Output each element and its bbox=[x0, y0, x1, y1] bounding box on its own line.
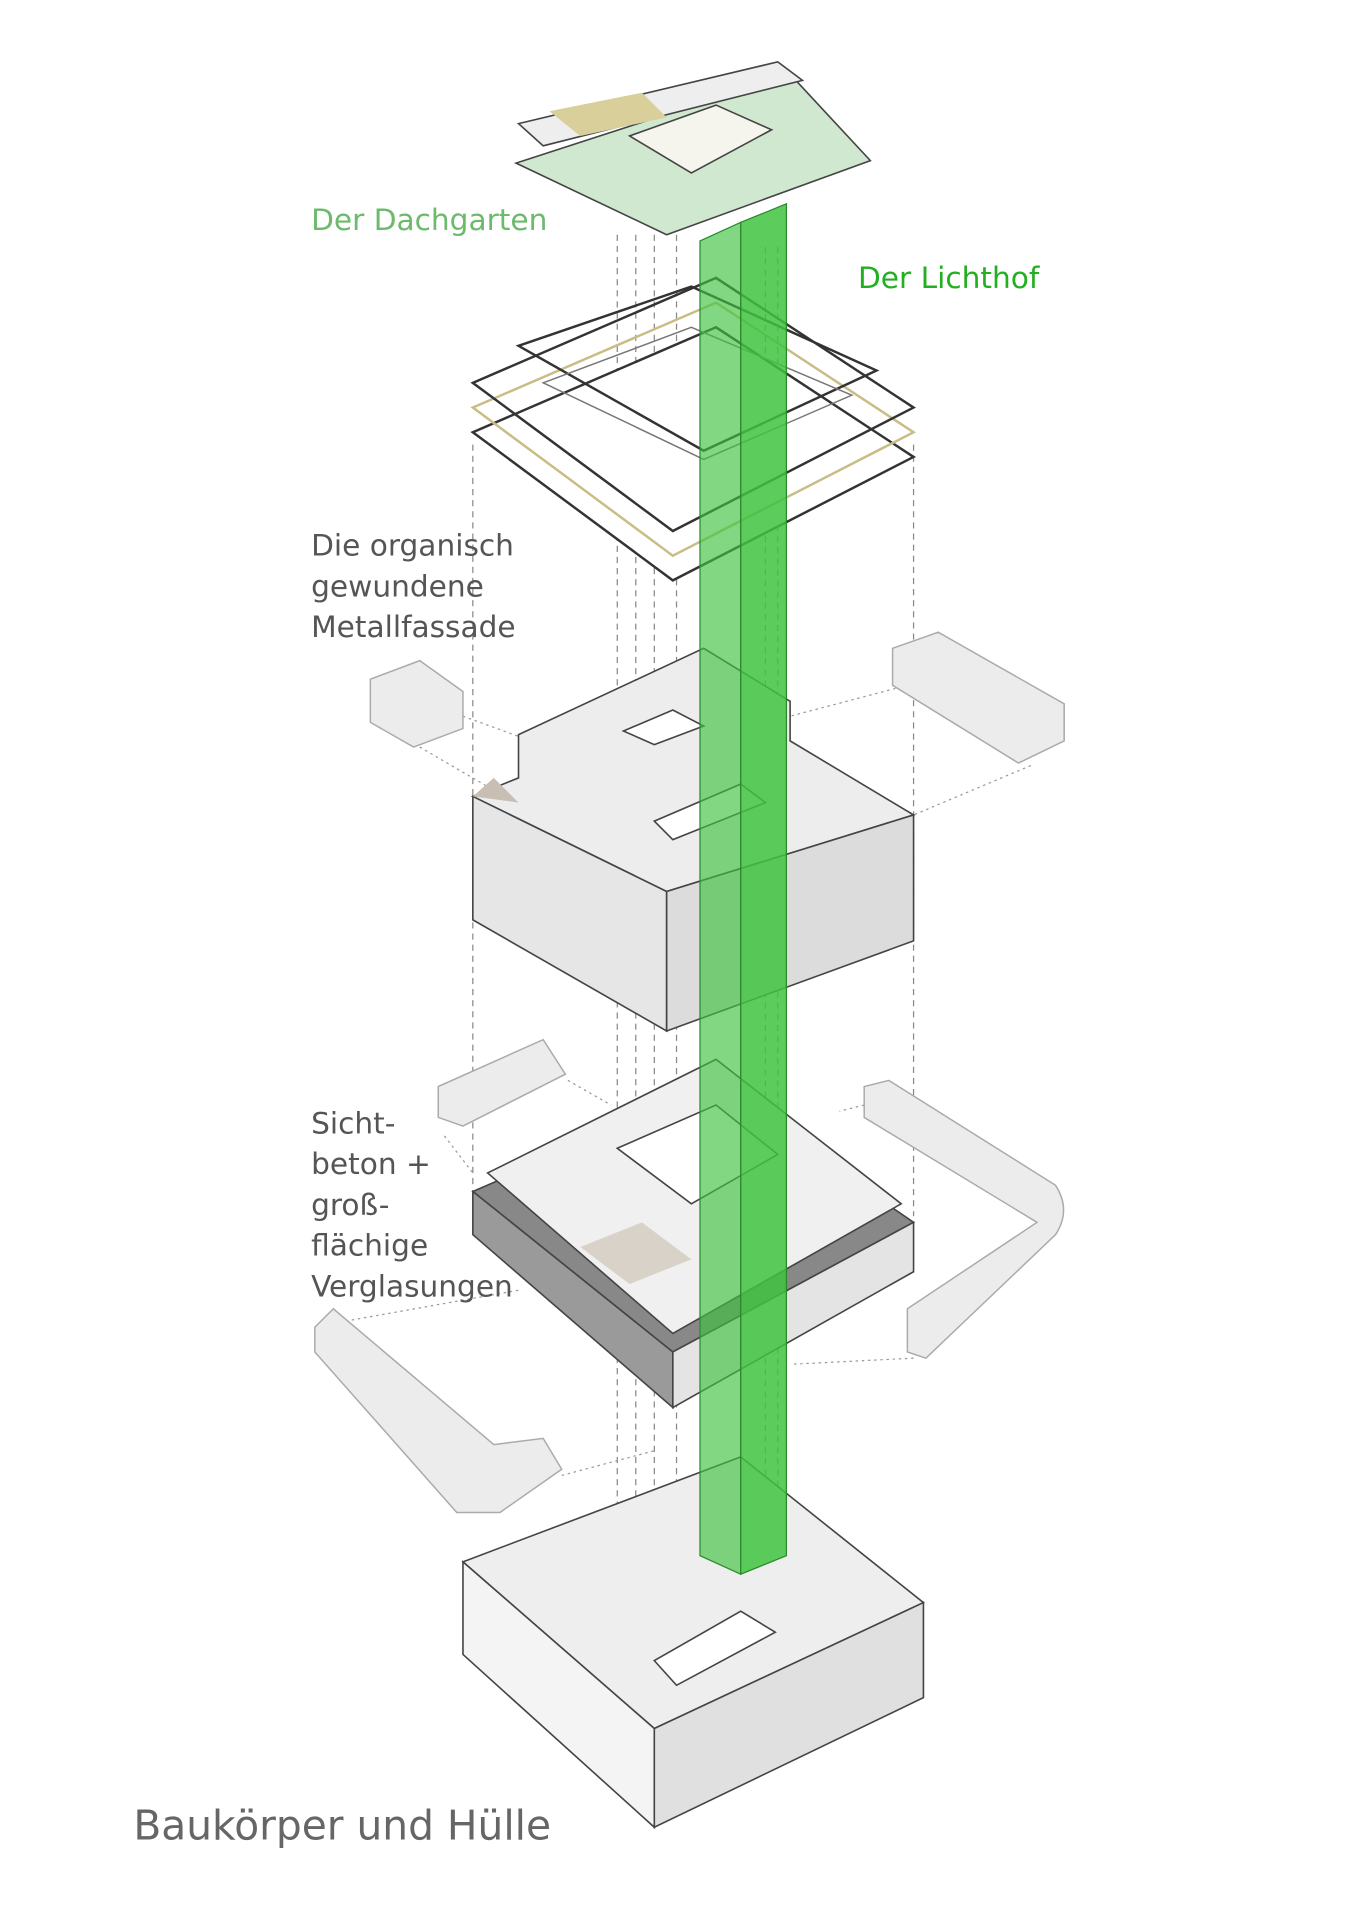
label-facade-line1: Die organisch bbox=[311, 529, 514, 563]
label-concrete-line3: groß- bbox=[311, 1188, 389, 1222]
glazing-floor bbox=[471, 1058, 916, 1410]
metal-facade bbox=[470, 276, 917, 582]
label-light-court: Der Lichthof bbox=[858, 261, 1040, 295]
connector-lines bbox=[345, 684, 1032, 1477]
label-facade-line3: Metallfassade bbox=[311, 610, 516, 644]
label-facade-line2: gewundene bbox=[311, 569, 484, 603]
label-concrete-line5: Verglasungen bbox=[311, 1269, 513, 1303]
label-concrete-line4: flächige bbox=[311, 1229, 428, 1263]
roof-garden bbox=[513, 61, 872, 236]
label-concrete-line1: Sicht- bbox=[311, 1106, 395, 1140]
side-pieces bbox=[314, 631, 1065, 1514]
label-concrete-line2: beton + bbox=[311, 1147, 431, 1181]
light-court-column bbox=[699, 202, 788, 1576]
concrete-block bbox=[470, 647, 916, 1033]
diagram-title: Baukörper und Hülle bbox=[133, 1802, 551, 1850]
base-block bbox=[461, 1455, 925, 1830]
label-roof-garden: Der Dachgarten bbox=[311, 203, 547, 237]
